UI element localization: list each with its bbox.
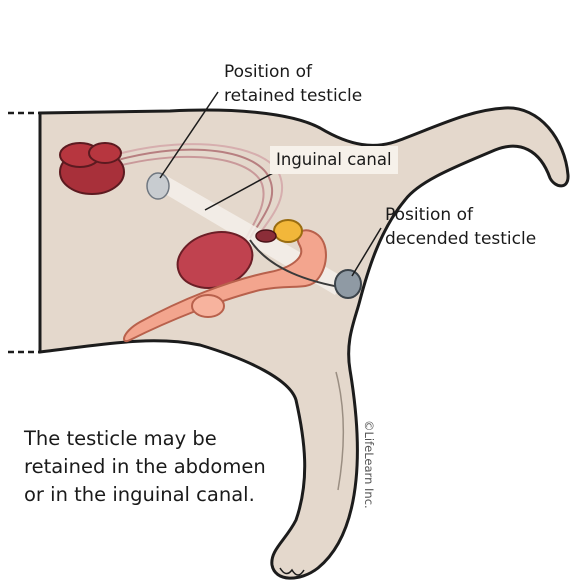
caption-line1: The testicle may be — [24, 427, 217, 450]
caption-line2: retained in the abdomen — [24, 455, 266, 478]
retained-pointer-line — [159, 91, 219, 179]
descended-testicle — [334, 269, 362, 299]
retained-label-line1: Position of — [224, 62, 312, 82]
descended-pointer-line — [351, 227, 382, 277]
vas-deferens — [249, 239, 346, 289]
caption-line3: or in the inguinal canal. — [24, 483, 255, 506]
leg-inner-line — [335, 371, 345, 491]
kidney-lobe-2 — [88, 142, 122, 164]
descended-label-line1: Position of — [385, 205, 473, 225]
descended-testicle-label: Position of decended testicle — [385, 203, 565, 251]
copyright-notice: ©LifeLearn Inc. — [362, 420, 376, 509]
epididymis — [273, 219, 303, 243]
spermatic-cord — [117, 148, 274, 239]
retained-label-line2: retained testicle — [224, 86, 363, 106]
paw-toes — [279, 567, 305, 576]
descended-label-line2: decended testicle — [385, 229, 537, 249]
spermatic-cord-2 — [117, 155, 265, 241]
inguinal-pointer-line — [204, 171, 276, 211]
retained-testicle — [146, 172, 170, 200]
caption: The testicle may be retained in the abdo… — [24, 425, 324, 509]
dog-body-outline — [38, 106, 570, 580]
bulbus-glandis — [191, 294, 225, 318]
retained-testicle-label: Position of retained testicle — [224, 60, 394, 108]
inguinal-canal-label: Inguinal canal — [270, 146, 398, 174]
prostate-detail — [255, 229, 277, 243]
